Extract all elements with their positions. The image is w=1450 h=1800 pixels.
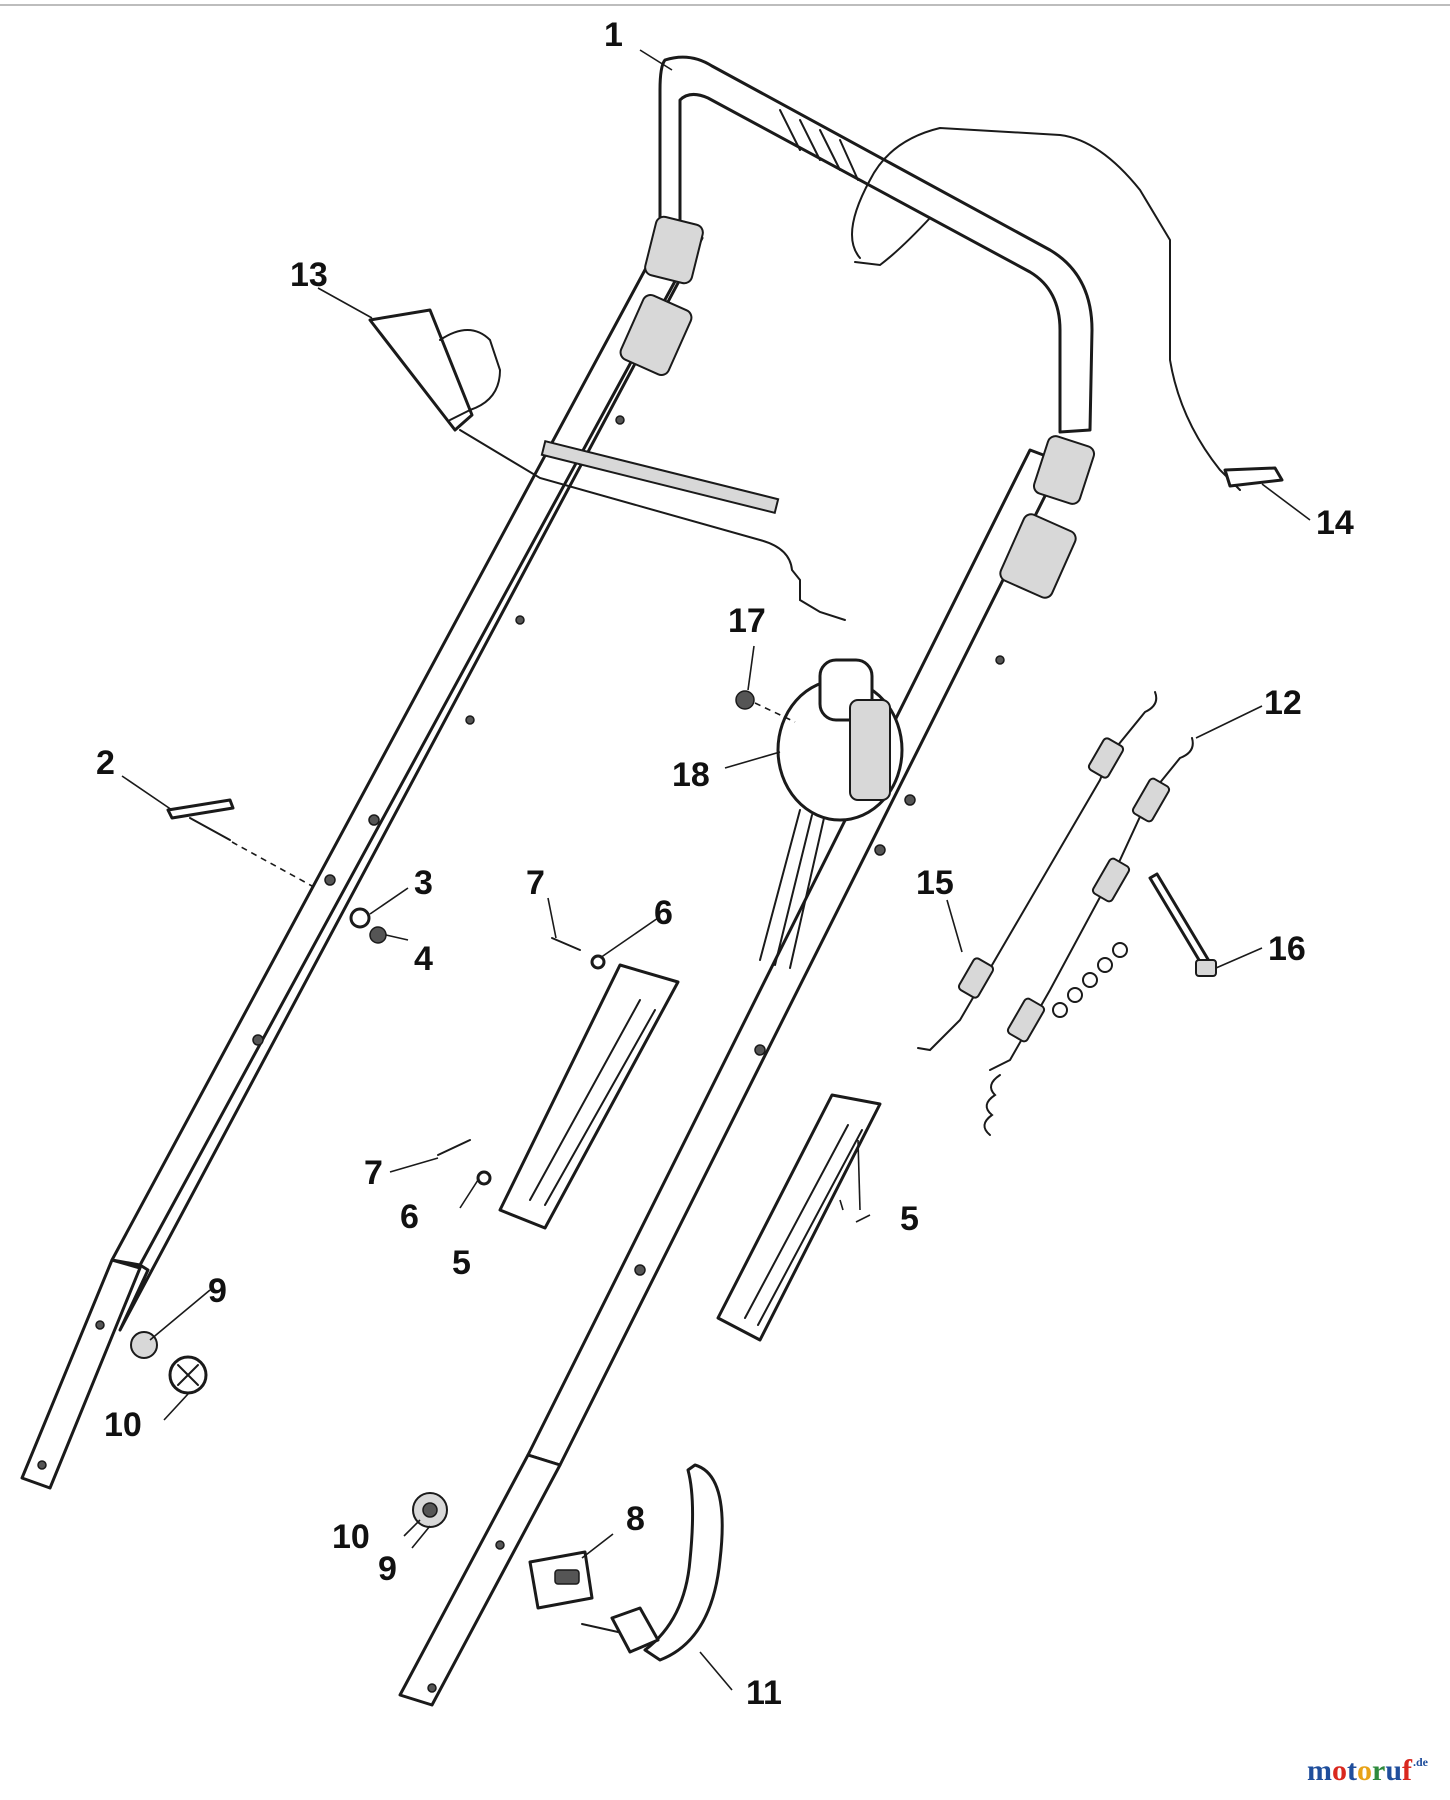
motoruf-watermark: motoruf.de [1307,1756,1428,1786]
wm-letter: f [1402,1754,1412,1787]
callout-7b: 7 [364,1154,383,1192]
callout-9b: 9 [378,1550,397,1588]
callout-17: 17 [728,602,766,640]
callout-1: 1 [604,16,623,54]
part-number-callouts: 1 2 3 4 5 5 6 6 7 7 8 9 9 10 10 11 12 13… [96,16,1354,1712]
wm-letter: r [1371,1754,1386,1787]
handle-assembly-drawing [20,55,1096,1707]
callout-10a: 10 [104,1406,142,1444]
throttle-lever-drawing [368,308,846,621]
knobs-drawing [130,1331,448,1528]
top-rule [0,4,1450,6]
callout-11: 11 [746,1674,782,1712]
callout-12: 12 [1264,684,1302,722]
cable-guide-left-drawing [498,963,680,1230]
clip-and-lever-drawing [528,1463,724,1662]
cable-guide-left-rib [529,999,656,1206]
callout-5a: 5 [452,1244,471,1282]
callout-14: 14 [1316,504,1354,542]
callout-9a: 9 [208,1272,227,1310]
callout-7a: 7 [526,864,545,902]
wm-letter: o [1331,1754,1347,1787]
control-unit-drawing [735,658,904,969]
cable-guide-right-rib [744,1124,863,1326]
callout-2: 2 [96,744,115,782]
drive-bail-drawing [851,126,1241,491]
wm-suffix: .de [1413,1755,1428,1769]
callout-6a: 6 [654,894,673,932]
callout-16: 16 [1268,930,1306,968]
small-hardware-drawing [166,798,606,1186]
wm-letter: u [1385,1754,1402,1787]
callout-15: 15 [916,864,954,902]
cables-drawing [917,691,1217,1136]
callout-10b: 10 [332,1518,370,1556]
bail-end-drawing [1223,466,1284,488]
wm-letter: o [1356,1754,1372,1787]
callout-4: 4 [414,940,433,978]
callout-18: 18 [672,756,710,794]
callout-13: 13 [290,256,328,294]
wm-letter: m [1306,1754,1332,1787]
wm-letter: t [1346,1754,1357,1787]
callout-6b: 6 [400,1198,419,1236]
callout-3: 3 [414,864,433,902]
callout-8: 8 [626,1500,645,1538]
callout-5b: 5 [900,1200,919,1238]
leader-lines [121,49,1311,1691]
